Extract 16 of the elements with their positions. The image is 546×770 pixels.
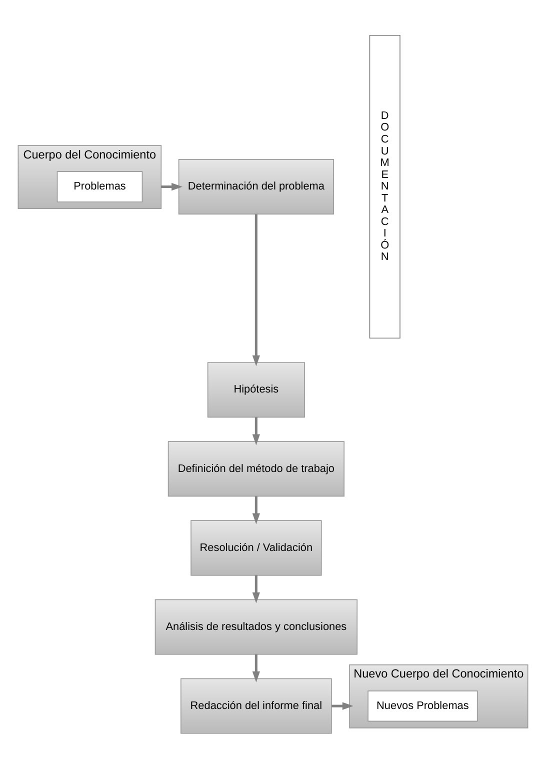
arrow <box>252 214 260 366</box>
node-box: Nuevos Problemas <box>368 690 478 722</box>
arrow <box>332 702 354 710</box>
node-box: D O C U M E N T A C I Ó N <box>369 34 400 339</box>
node-box: Determinación del problema <box>178 159 334 214</box>
node-box: Hipótesis <box>207 362 305 418</box>
arrow <box>252 417 260 446</box>
node-box: Análisis de resultados y conclusiones <box>154 599 358 655</box>
arrow <box>252 654 260 682</box>
node-box: Resolución / Validación <box>190 520 322 576</box>
arrow <box>252 575 260 604</box>
node-box: Definición del método de trabajo <box>168 441 344 497</box>
node-box: Problemas <box>56 171 143 202</box>
arrow <box>252 496 260 524</box>
node-box: Redacción del informe final <box>180 678 332 734</box>
arrow <box>161 182 183 191</box>
